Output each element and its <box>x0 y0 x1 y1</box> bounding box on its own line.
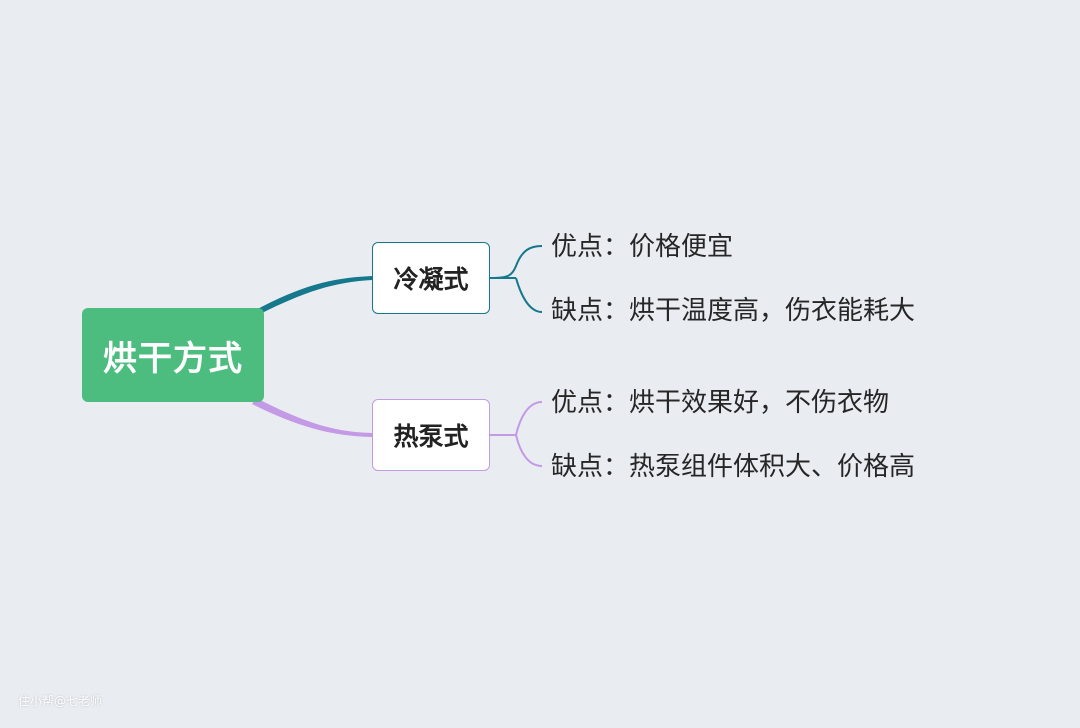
leaf-tag: 优点： <box>551 232 630 262</box>
branch-2-bracket <box>490 401 543 467</box>
leaf-condensing-con[interactable]: 缺点：烘干温度高，伤衣能耗大 <box>551 296 915 326</box>
root-node-label: 烘干方式 <box>103 338 243 379</box>
branch-1-bracket <box>489 245 543 313</box>
branch-node-label: 冷凝式 <box>393 265 469 294</box>
root-node[interactable]: 烘干方式 <box>82 308 264 402</box>
root-to-branch-2-connector <box>252 398 372 437</box>
leaf-tag: 缺点： <box>551 452 630 482</box>
leaf-text: 价格便宜 <box>629 232 734 262</box>
watermark-text: 住小帮@七老师 <box>18 694 103 708</box>
leaf-tag: 优点： <box>551 388 630 418</box>
leaf-tag: 缺点： <box>551 296 630 326</box>
leaf-text: 烘干效果好，不伤衣物 <box>629 388 890 418</box>
branch-node-heat-pump[interactable]: 热泵式 <box>372 399 490 471</box>
branch-node-condensing[interactable]: 冷凝式 <box>372 242 490 314</box>
leaf-heat-pump-con[interactable]: 缺点：热泵组件体积大、价格高 <box>551 452 915 482</box>
leaf-text: 烘干温度高，伤衣能耗大 <box>629 296 916 326</box>
leaf-text: 热泵组件体积大、价格高 <box>629 452 916 482</box>
branch-node-label: 热泵式 <box>393 422 469 451</box>
leaf-heat-pump-pro[interactable]: 优点：烘干效果好，不伤衣物 <box>551 388 889 418</box>
root-to-branch-1-connector <box>252 276 372 314</box>
leaf-condensing-pro[interactable]: 优点：价格便宜 <box>551 232 733 262</box>
